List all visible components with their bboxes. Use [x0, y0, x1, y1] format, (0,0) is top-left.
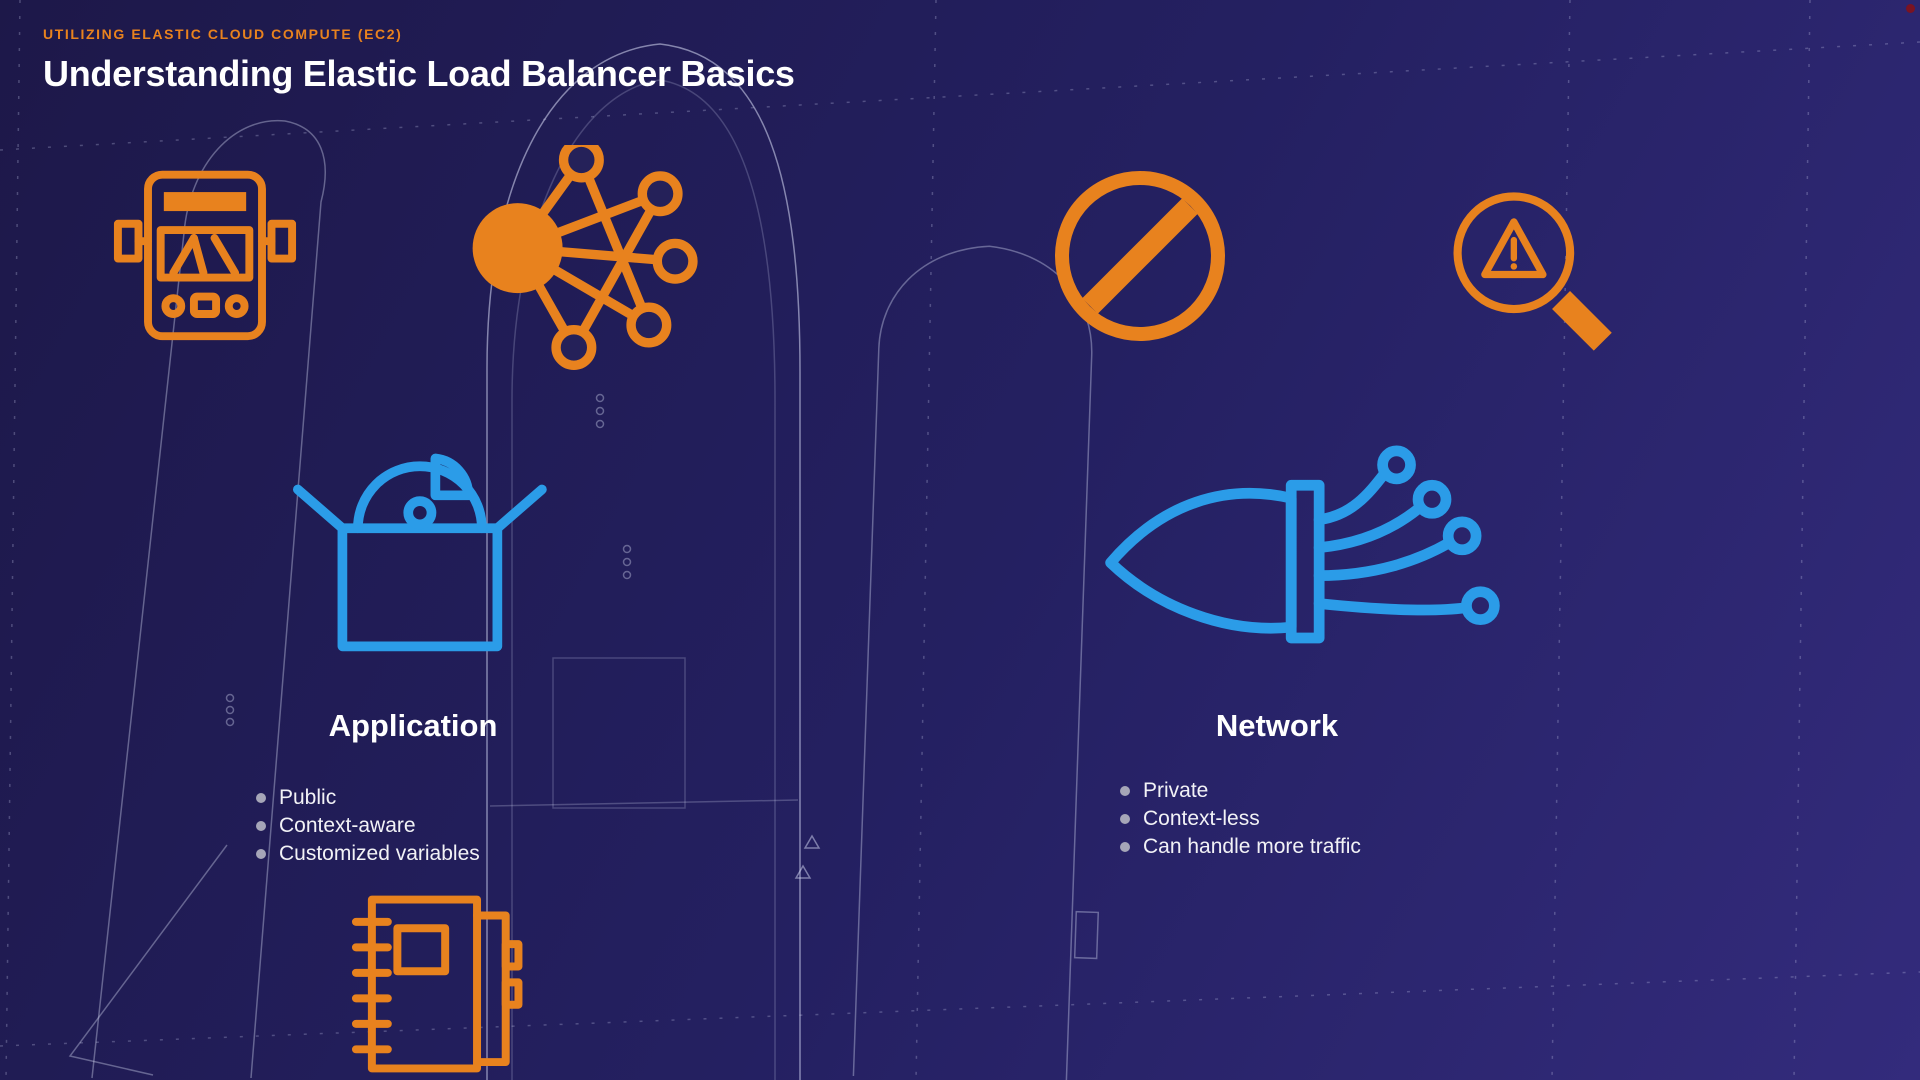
application-heading: Application: [328, 708, 498, 743]
page-title: Understanding Elastic Load Balancer Basi…: [43, 53, 795, 94]
network-heading: Network: [1215, 708, 1339, 743]
bullet-dot-icon: [256, 849, 266, 859]
corner-dot: [1906, 4, 1915, 13]
list-item: Customized variables: [256, 842, 480, 866]
header: UTILIZING ELASTIC CLOUD COMPUTE (EC2) Un…: [43, 26, 795, 95]
list-item: Private: [1120, 779, 1361, 803]
bullet-label: Private: [1143, 779, 1209, 802]
bullet-label: Context-aware: [279, 814, 416, 837]
bullet-dot-icon: [1120, 814, 1130, 824]
bullet-dot-icon: [256, 793, 266, 803]
bullet-dot-icon: [256, 821, 266, 831]
satellite-dish-box-icon: [280, 412, 552, 658]
fiber-cable-icon: [1102, 438, 1532, 653]
application-bullets: Public Context-aware Customized variable…: [256, 786, 480, 866]
list-item: Context-less: [1120, 807, 1361, 831]
bullet-label: Can handle more traffic: [1143, 835, 1361, 858]
bus-icon: [110, 158, 300, 356]
bullet-label: Customized variables: [279, 842, 480, 865]
bullet-dot-icon: [1120, 786, 1130, 796]
notebook-icon: [345, 890, 531, 1078]
list-item: Context-aware: [256, 814, 480, 838]
no-entry-icon: [1040, 152, 1240, 360]
bullet-label: Public: [279, 786, 337, 809]
list-item: Can handle more traffic: [1120, 835, 1361, 859]
bullet-dot-icon: [1120, 842, 1130, 852]
network-nodes-icon: [463, 145, 711, 370]
eyebrow-label: UTILIZING ELASTIC CLOUD COMPUTE (EC2): [43, 26, 403, 42]
network-bullets: Private Context-less Can handle more tra…: [1120, 779, 1361, 859]
bullet-label: Context-less: [1143, 807, 1260, 830]
search-warning-icon: [1434, 180, 1630, 380]
list-item: Public: [256, 786, 480, 810]
